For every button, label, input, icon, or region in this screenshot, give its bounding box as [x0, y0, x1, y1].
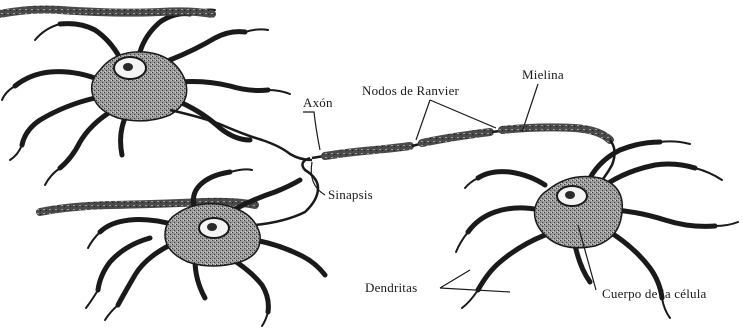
axon-neuron-1 — [170, 110, 312, 160]
label-synapse: Sinapsis — [328, 187, 373, 202]
myelin-segment-3 — [502, 127, 610, 140]
label-cell-body: Cuerpo de la célula — [602, 286, 707, 301]
leader-dendrites-2 — [440, 288, 510, 292]
leader-axon — [303, 112, 320, 150]
label-dendrites: Dendritas — [365, 280, 417, 295]
leader-nodes-2 — [430, 100, 496, 128]
neuron-bottom-left — [40, 158, 325, 326]
neuron-top-left — [0, 10, 312, 186]
label-nodes-of-ranvier: Nodos de Ranvier — [362, 83, 460, 98]
leader-nodes-1 — [416, 100, 430, 140]
leader-dendrites-1 — [440, 270, 470, 288]
label-axon: Axón — [303, 95, 333, 110]
myelin-segment-2 — [422, 132, 490, 143]
axon-neuron-2 — [255, 158, 318, 225]
myelin-segment-1 — [325, 146, 410, 156]
myelin-top-left — [0, 10, 212, 15]
label-myelin: Mielina — [522, 67, 564, 82]
